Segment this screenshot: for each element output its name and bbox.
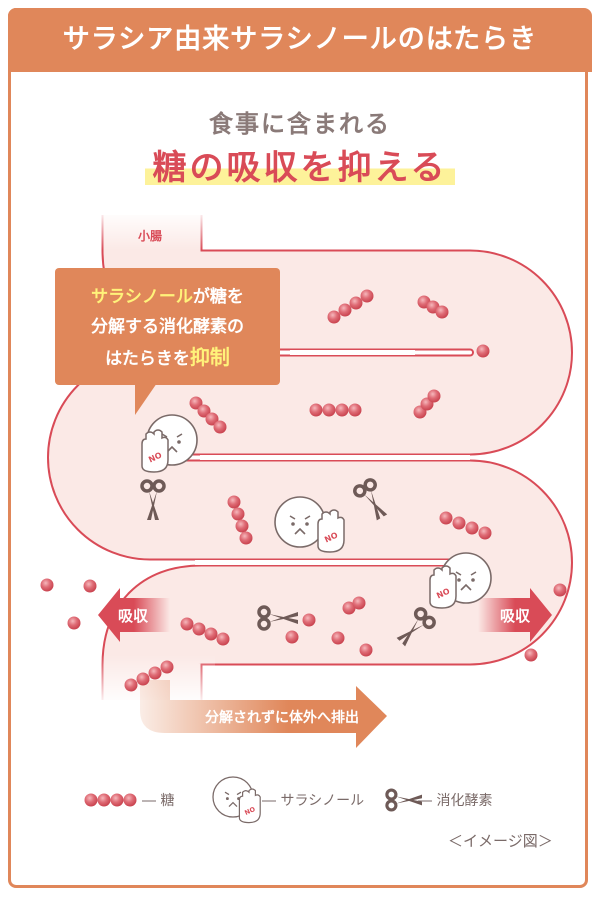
no-hand-icon: NO bbox=[141, 429, 169, 473]
sugar-bead bbox=[67, 616, 81, 630]
no-hand-icon: NO bbox=[317, 509, 345, 553]
sugar-bead bbox=[435, 305, 449, 319]
no-hand-icon: NO bbox=[429, 565, 457, 609]
sugar-bead bbox=[348, 403, 362, 417]
sugar-bead bbox=[352, 596, 366, 610]
legend-salacinol: ― サラシノール bbox=[262, 793, 365, 809]
sugar-bead bbox=[180, 617, 194, 631]
sugar-bead bbox=[285, 630, 299, 644]
absorb-arrow-left bbox=[98, 588, 170, 642]
sugar-bead bbox=[216, 632, 230, 646]
scissors-icon bbox=[353, 478, 388, 521]
sugar-bead bbox=[553, 583, 567, 597]
sugar-bead bbox=[476, 344, 490, 358]
sugar-bead bbox=[302, 613, 316, 627]
sugar-bead bbox=[148, 666, 162, 680]
sugar-bead bbox=[338, 303, 352, 317]
sugar-bead bbox=[204, 627, 218, 641]
absorb-arrow-right bbox=[478, 588, 552, 642]
sugar-bead bbox=[427, 389, 441, 403]
scissors-icon bbox=[140, 479, 166, 520]
absorb-label-left: 吸収 bbox=[118, 607, 149, 625]
sugar-chain bbox=[342, 596, 366, 615]
sugar-bead bbox=[327, 310, 341, 324]
sugar-bead bbox=[360, 289, 374, 303]
sugar-bead bbox=[439, 511, 453, 525]
callout-highlight-inhibit: 抑制 bbox=[189, 345, 230, 369]
sugar-bead bbox=[40, 578, 54, 592]
salacinol-face-icon: NO bbox=[141, 414, 198, 473]
callout-text: 分解する消化酵素の bbox=[91, 317, 244, 337]
sugar-bead bbox=[231, 507, 245, 521]
sugar-bead bbox=[189, 396, 203, 410]
sugar-molecules bbox=[40, 289, 567, 692]
sugar-chain bbox=[327, 289, 374, 324]
sugar-bead bbox=[235, 519, 249, 533]
sugar-chain bbox=[180, 617, 230, 646]
sugar-chain bbox=[124, 660, 174, 692]
page-header: サラシア由来サラシノールのはたらき bbox=[8, 8, 592, 72]
sugar-bead bbox=[335, 403, 349, 417]
headline-main: 糖の吸収を抑える bbox=[0, 140, 600, 189]
sugar-chain bbox=[413, 389, 441, 419]
legend-sugar: ― 糖 bbox=[142, 793, 175, 809]
salacinol-face-icon: NO bbox=[429, 552, 492, 609]
sugar-chain bbox=[227, 495, 253, 545]
sugar-bead bbox=[192, 622, 206, 636]
excrete-label: 分解されずに体外へ排出 bbox=[205, 709, 359, 726]
callout-text: はたらきを bbox=[105, 349, 190, 369]
legend-enzyme: ― 消化酵素 bbox=[418, 793, 493, 809]
sugar-chain bbox=[309, 403, 362, 417]
callout-text: が糖を bbox=[192, 287, 244, 307]
image-note: ＜イメージ図＞ bbox=[448, 832, 553, 850]
headline-sub: 食事に含まれる bbox=[209, 110, 391, 138]
sugar-bead bbox=[205, 412, 219, 426]
sugar-bead bbox=[359, 643, 373, 657]
sugar-bead bbox=[349, 296, 363, 310]
salacinols: NO NO NO bbox=[141, 414, 492, 609]
scissors-icon bbox=[257, 605, 298, 631]
headline-main-text: 糖の吸収を抑える bbox=[144, 140, 456, 189]
callout-box: サラシノールが糖を 分解する消化酵素の はたらきを抑制 bbox=[55, 268, 280, 415]
salacinol-face-icon: NO bbox=[274, 496, 345, 553]
intestine-label: 小腸 bbox=[138, 228, 162, 243]
sugar-bead bbox=[160, 660, 174, 674]
sugar-bead bbox=[342, 601, 356, 615]
sugar-bead bbox=[227, 495, 241, 509]
sugar-bead bbox=[452, 516, 466, 530]
enzymes bbox=[140, 478, 436, 647]
sugar-bead bbox=[239, 531, 253, 545]
sugar-chain bbox=[439, 511, 492, 540]
absorb-label-right: 吸収 bbox=[500, 607, 531, 625]
callout-highlight-salacinol: サラシノール bbox=[91, 287, 193, 307]
content-frame bbox=[8, 8, 588, 888]
scissors-icon bbox=[396, 607, 436, 647]
sugar-bead bbox=[83, 579, 97, 593]
sugar-bead bbox=[124, 678, 138, 692]
excrete-arrow bbox=[140, 680, 387, 748]
sugar-bead bbox=[331, 631, 345, 645]
sugar-bead bbox=[213, 420, 227, 434]
sugar-bead bbox=[524, 648, 538, 662]
sugar-bead bbox=[465, 521, 479, 535]
sugar-bead bbox=[309, 403, 323, 417]
sugar-bead bbox=[136, 672, 150, 686]
sugar-bead bbox=[478, 526, 492, 540]
sugar-bead bbox=[197, 404, 211, 418]
sugar-chain bbox=[189, 396, 227, 434]
sugar-bead bbox=[322, 403, 336, 417]
sugar-chain bbox=[417, 295, 449, 319]
